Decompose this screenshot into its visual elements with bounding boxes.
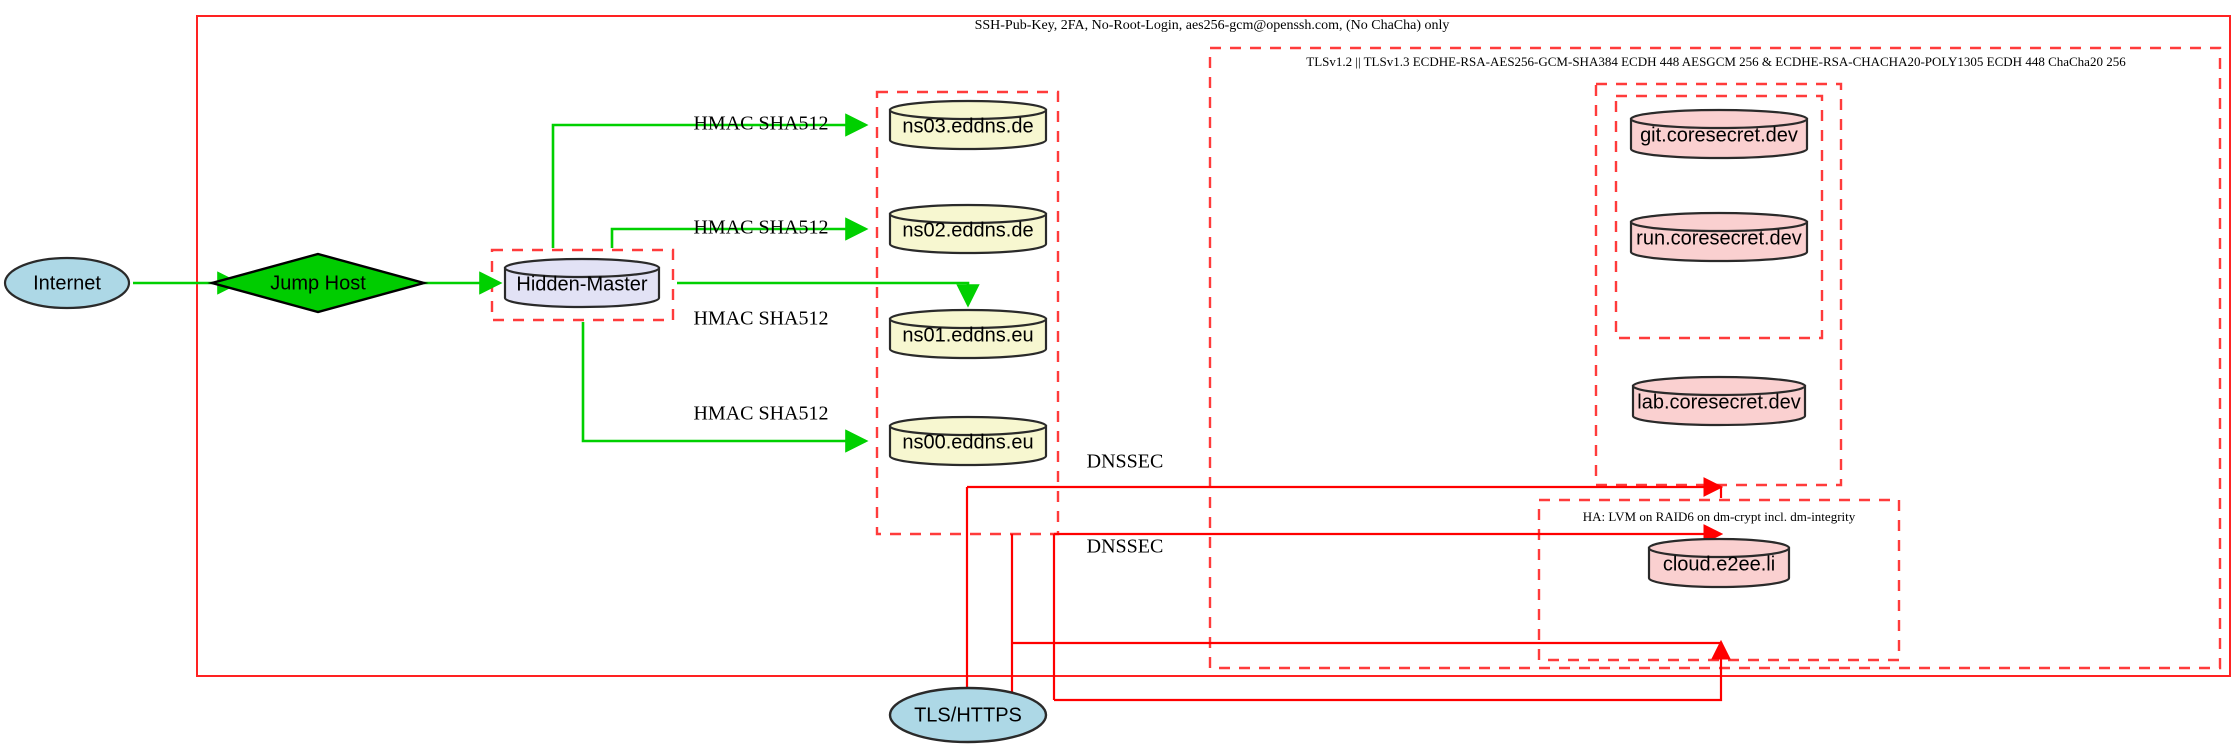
edge-label-dnssec-lower: DNSSEC [1087,536,1164,558]
node-ns02-body[interactable] [888,212,1048,255]
edge-hiddenmaster-to-ns01 [677,281,980,308]
cluster-coresecret-inner [1614,94,1824,340]
node-hidden-master-top [503,257,661,279]
node-run-label: run.coresecret.dev [1636,227,1802,249]
edge-hiddenmaster-to-ns02 [610,217,869,248]
node-ns00-top [888,415,1048,437]
node-ns01-body[interactable] [888,317,1048,360]
cluster-ssh-label: SSH-Pub-Key, 2FA, No-Root-Login, aes256-… [975,18,1450,33]
node-run-top [1629,211,1809,233]
cluster-ssh-outer: SSH-Pub-Key, 2FA, No-Root-Login, aes256-… [196,15,2231,677]
cluster-tls: TLSv1.2 || TLSv1.3 ECDHE-RSA-AES256-GCM-… [1208,46,2222,670]
node-hidden-master[interactable]: Hidden-Master [503,257,661,309]
node-tls-https[interactable]: TLS/HTTPS [888,686,1048,744]
node-lab-coresecret[interactable]: lab.coresecret.dev [1631,375,1807,427]
node-ns03-label: ns03.eddns.de [902,115,1033,137]
node-ns00-label: ns00.eddns.eu [902,431,1033,453]
cluster-coresecret-inner-border [1614,94,1824,340]
edge-hiddenmaster-to-ns00 [581,322,869,453]
node-ns03-body[interactable] [888,108,1048,151]
node-git-body[interactable] [1629,117,1809,160]
node-ns01[interactable]: ns01.eddns.eu [888,308,1048,360]
edge-hiddenmaster-to-ns03 [551,113,869,248]
node-hidden-master-label: Hidden-Master [516,273,648,295]
cluster-nameservers-border [875,90,1060,536]
node-ns01-top [888,308,1048,330]
cluster-ha: HA: LVM on RAID6 on dm-crypt incl. dm-in… [1537,498,1901,662]
edge-label-hmac-ns01: HMAC SHA512 [693,308,828,330]
node-cloud-label: cloud.e2ee.li [1663,553,1775,575]
node-run-body[interactable] [1629,220,1809,263]
node-lab-top [1631,375,1807,397]
node-jumphost-shape[interactable] [207,252,429,314]
node-ns00-body[interactable] [888,424,1048,467]
node-ns02[interactable]: ns02.eddns.de [888,203,1048,255]
node-tls-https-shape[interactable] [888,686,1048,744]
node-git-label: git.coresecret.dev [1640,124,1798,146]
node-run-coresecret[interactable]: run.coresecret.dev [1629,211,1809,263]
node-cloud-e2ee[interactable]: cloud.e2ee.li [1647,537,1791,589]
edge-label-hmac-ns00: HMAC SHA512 [693,403,828,425]
node-lab-body[interactable] [1631,384,1807,427]
cluster-nameservers [875,90,1060,536]
cluster-ssh-border [196,15,2231,677]
cluster-tls-label: TLSv1.2 || TLSv1.3 ECDHE-RSA-AES256-GCM-… [1306,54,2126,69]
node-ns03-top [888,99,1048,121]
node-cloud-body[interactable] [1647,546,1791,589]
node-internet[interactable]: Internet [3,256,131,310]
node-ns00[interactable]: ns00.eddns.eu [888,415,1048,467]
edge-tlshttps-to-cloud [1054,639,1731,702]
node-jumphost[interactable]: Jump Host [207,252,429,314]
cluster-ha-border [1537,498,1901,662]
edge-label-hmac-ns02: HMAC SHA512 [693,217,828,239]
node-ns02-top [888,203,1048,225]
node-ns01-label: ns01.eddns.eu [902,324,1033,346]
edge-label-dnssec-upper: DNSSEC [1087,451,1164,473]
node-cloud-top [1647,537,1791,559]
cluster-ha-label: HA: LVM on RAID6 on dm-crypt incl. dm-in… [1583,509,1856,524]
node-lab-label: lab.coresecret.dev [1637,391,1800,413]
edge-label-hmac-ns03: HMAC SHA512 [693,113,828,135]
node-internet-shape[interactable] [3,256,131,310]
node-hidden-master-body[interactable] [503,266,661,309]
node-ns03[interactable]: ns03.eddns.de [888,99,1048,151]
node-tls-https-label: TLS/HTTPS [914,704,1022,726]
node-git-coresecret[interactable]: git.coresecret.dev [1629,108,1809,160]
node-internet-label: Internet [33,272,101,294]
node-jumphost-label: Jump Host [270,272,366,294]
node-ns02-label: ns02.eddns.de [902,219,1033,241]
cluster-tls-border [1208,46,2222,670]
node-git-top [1629,108,1809,130]
